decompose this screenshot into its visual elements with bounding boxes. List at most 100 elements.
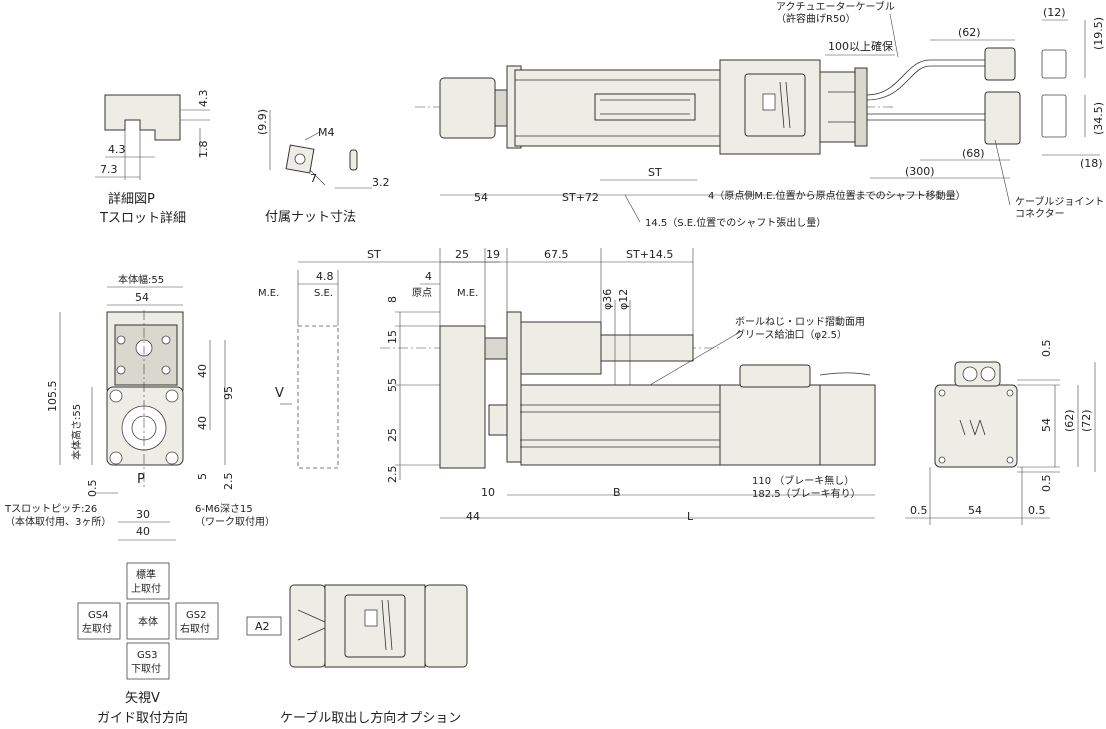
front-tslot-2: （本体取付用、3ヶ所） <box>5 515 111 528</box>
top-d300: (300) <box>905 165 935 178</box>
front-width55: 本体幅:55 <box>118 273 164 286</box>
arrow-v-view: ST 4.8 M.E. S.E. V <box>258 248 500 469</box>
front-tslot-1: Tスロットピッチ:26 <box>4 503 97 515</box>
detail-p-d1-8: 1.8 <box>197 141 210 159</box>
side-se: S.E. <box>314 288 333 299</box>
top-radius-label: （許容曲げR50） <box>776 12 856 25</box>
detail-p-d4-3a: 4.3 <box>197 90 210 108</box>
detail-p: 4.3 1.8 4.3 7.3 詳細図P Tスロット詳細 <box>95 90 210 226</box>
iai-logo-icon <box>959 419 986 436</box>
front-m6-2: （ワーク取付用） <box>195 515 275 528</box>
detail-p-d4-3b: 4.3 <box>108 143 126 156</box>
nut-m4: M4 <box>318 126 335 139</box>
side-grease-1: ボールねじ・ロッド摺動面用 <box>735 315 865 328</box>
top-d12: (12) <box>1043 6 1066 19</box>
rear-d54v: 54 <box>1040 418 1053 432</box>
side-v: V <box>275 386 284 401</box>
nut-d7: 7 <box>310 172 317 185</box>
side-d110: 110 （ブレーキ無し） <box>752 474 854 487</box>
side-view: 4 原点 M.E. 25 19 67.5 ST+14.5 φ36 φ12 8 1… <box>380 248 876 523</box>
rear-d62: (62) <box>1063 409 1076 432</box>
guide-standard-1: 標準 <box>136 568 156 581</box>
rear-d0-5c: 0.5 <box>910 504 928 517</box>
side-me: M.E. <box>258 288 279 299</box>
side-d25v: 25 <box>386 428 399 442</box>
front-view: 本体幅:55 54 105.5 本体高さ:55 40 40 95 5 2.5 0… <box>4 273 275 541</box>
side-b: B <box>613 486 621 499</box>
front-d95: 95 <box>222 386 235 400</box>
top-st72: ST+72 <box>562 191 599 204</box>
top-d4-note: 4（原点側M.E.位置から原点位置までのシャフト移動量） <box>708 189 966 202</box>
side-d182-5: 182.5（ブレーキ有り） <box>752 487 861 500</box>
front-d2-5: 2.5 <box>222 473 235 491</box>
side-d25: 25 <box>455 248 469 261</box>
guide-gs2-2: 右取付 <box>180 622 210 635</box>
front-m6-1: 6-M6深さ15 <box>195 503 253 515</box>
front-d105-5: 105.5 <box>46 381 59 413</box>
guide-gs4-2: 左取付 <box>82 622 112 635</box>
top-secure-label: 100以上確保 <box>828 39 893 53</box>
guide-body: 本体 <box>138 615 158 628</box>
rear-d0-5d: 0.5 <box>1028 504 1046 517</box>
detail-p-title-1: 詳細図P <box>108 191 155 207</box>
front-d40b: 40 <box>196 416 209 430</box>
top-d68: (68) <box>962 147 985 160</box>
side-d67-5: 67.5 <box>544 248 569 261</box>
rear-d0-5a: 0.5 <box>1040 340 1053 358</box>
cable-option-title: ケーブル取出し方向オプション <box>280 710 461 726</box>
side-l: L <box>687 510 694 523</box>
top-d34-5: (34.5) <box>1092 102 1105 135</box>
side-me2: M.E. <box>457 288 478 299</box>
top-d19-5: (19.5) <box>1092 17 1105 50</box>
guide-diagram: 標準 上取付 GS4 左取付 本体 GS2 右取付 GS3 下取付 矢視V ガイ… <box>77 562 219 726</box>
side-d4: 4 <box>425 270 432 283</box>
side-d19: 19 <box>486 248 500 261</box>
top-d18: (18) <box>1080 157 1103 170</box>
front-d40c: 40 <box>136 525 150 538</box>
top-d14-5-note: 14.5（S.E.位置でのシャフト張出し量） <box>645 216 826 229</box>
nut-hole-icon <box>294 153 306 165</box>
guide-gs3-2: 下取付 <box>131 662 161 675</box>
side-d2-5: 2.5 <box>386 466 399 484</box>
top-view: アクチュエーターケーブル （許容曲げR50） 100以上確保 (62) (12)… <box>415 0 1105 229</box>
top-d54: 54 <box>474 191 488 204</box>
side-d44: 44 <box>466 510 480 523</box>
nut-detail: (9.9) M4 7 3.2 付属ナット寸法 <box>256 109 390 225</box>
detail-p-d7-3: 7.3 <box>100 163 118 176</box>
front-d54: 54 <box>135 291 149 304</box>
side-phi36: φ36 <box>601 289 614 310</box>
top-d62: (62) <box>958 26 981 39</box>
front-d5: 5 <box>196 473 209 480</box>
top-cable-label: アクチュエーターケーブル <box>776 0 895 13</box>
cable-option: A2 ケーブル取出し方向オプション <box>246 584 468 726</box>
guide-gs2-1: GS2 <box>186 610 206 621</box>
guide-title-2: ガイド取付方向 <box>97 710 188 726</box>
iai-logo-icon <box>762 81 791 129</box>
top-st: ST <box>648 166 662 179</box>
top-joint-label-2: コネクター <box>1015 208 1065 220</box>
rear-d0-5b: 0.5 <box>1040 475 1053 493</box>
rear-d72: (72) <box>1080 409 1093 432</box>
detail-p-title-2: Tスロット詳細 <box>99 210 186 226</box>
guide-gs3-1: GS3 <box>137 650 157 661</box>
nut-d9-9: (9.9) <box>256 109 269 135</box>
nut-title: 付属ナット寸法 <box>265 210 356 225</box>
side-d8: 8 <box>386 296 399 303</box>
guide-standard-2: 上取付 <box>131 582 161 595</box>
top-joint-label-1: ケーブルジョイント <box>1015 195 1104 208</box>
side-d10: 10 <box>481 486 495 499</box>
side-st14-5: ST+14.5 <box>626 248 673 261</box>
guide-gs4-1: GS4 <box>88 610 108 621</box>
side-origin: 原点 <box>412 287 432 299</box>
front-d30: 30 <box>136 508 150 521</box>
side-d4-8: 4.8 <box>316 270 334 283</box>
iai-logo-icon <box>364 599 393 651</box>
rear-view: 0.5 (62) (72) 54 0.5 0.5 54 0.5 <box>905 340 1096 525</box>
side-grease-2: グリース給油口（φ2.5） <box>735 328 847 341</box>
nut-d3-2: 3.2 <box>372 176 390 189</box>
front-p: P <box>137 472 145 487</box>
rear-d54h: 54 <box>968 504 982 517</box>
side-d55: 55 <box>386 378 399 392</box>
side-d15: 15 <box>386 330 399 344</box>
